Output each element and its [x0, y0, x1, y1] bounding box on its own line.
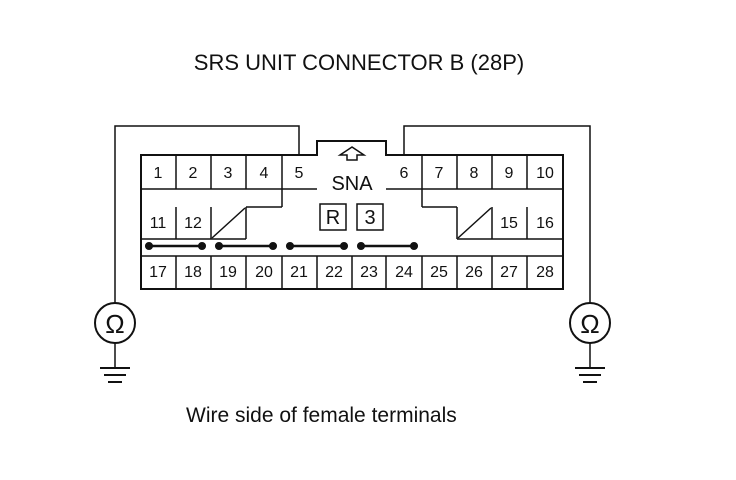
pin-label: 6 [400, 165, 409, 182]
connector-grid-lines [141, 155, 563, 289]
left-ohm-symbol: Ω [105, 309, 124, 339]
pin-label: 23 [360, 264, 378, 281]
mark-box-r [319, 203, 347, 231]
pin-label: 8 [470, 165, 479, 182]
pin-label: 24 [395, 264, 413, 281]
right-ground-icon [575, 367, 605, 383]
pin-label: 25 [430, 264, 448, 281]
pin-label: 2 [189, 165, 198, 182]
mark-box-3 [356, 203, 384, 231]
pin-label: 18 [184, 264, 202, 281]
pin-label: 20 [255, 264, 273, 281]
pin-row-2: 11 12 15 16 [150, 215, 554, 232]
pin-label: 4 [260, 165, 269, 182]
left-probe-wire [114, 125, 300, 303]
shorting-bars [144, 241, 419, 251]
left-ground-icon [100, 367, 130, 383]
mark-r: R [326, 207, 340, 229]
right-ohm-symbol: Ω [580, 309, 599, 339]
pin-label: 17 [149, 264, 167, 281]
pin-label: 16 [536, 215, 554, 232]
right-probe-wire [403, 125, 591, 303]
mark-3: 3 [364, 207, 375, 229]
pin-label: 21 [290, 264, 308, 281]
pin-label: 10 [536, 165, 554, 182]
pin-row-3: 17 18 19 20 21 22 23 24 25 26 27 28 [149, 264, 554, 281]
connector-key-label: SNA [331, 173, 373, 195]
diagram-caption: Wire side of female terminals [186, 404, 457, 427]
pin-label: 1 [154, 165, 163, 182]
pin-label: 3 [224, 165, 233, 182]
pin-label: 28 [536, 264, 554, 281]
pin-label: 27 [500, 264, 518, 281]
pin-label: 26 [465, 264, 483, 281]
pin-label: 11 [150, 215, 167, 232]
pin-label: 5 [295, 165, 304, 182]
diagram-title: SRS UNIT CONNECTOR B (28P) [193, 50, 525, 75]
empty-cavity-14-slash [457, 207, 492, 239]
pin-label: 7 [435, 165, 444, 182]
pin-label: 9 [505, 165, 514, 182]
empty-cavity-13-slash [211, 207, 246, 239]
pin-label: 12 [184, 215, 202, 232]
pin-label: 19 [219, 264, 237, 281]
pin-label: 15 [500, 215, 518, 232]
pin-label: 22 [325, 264, 343, 281]
lock-arrow-icon [337, 146, 367, 161]
pin-row-1: 1 2 3 4 5 6 7 8 9 10 [154, 165, 554, 182]
